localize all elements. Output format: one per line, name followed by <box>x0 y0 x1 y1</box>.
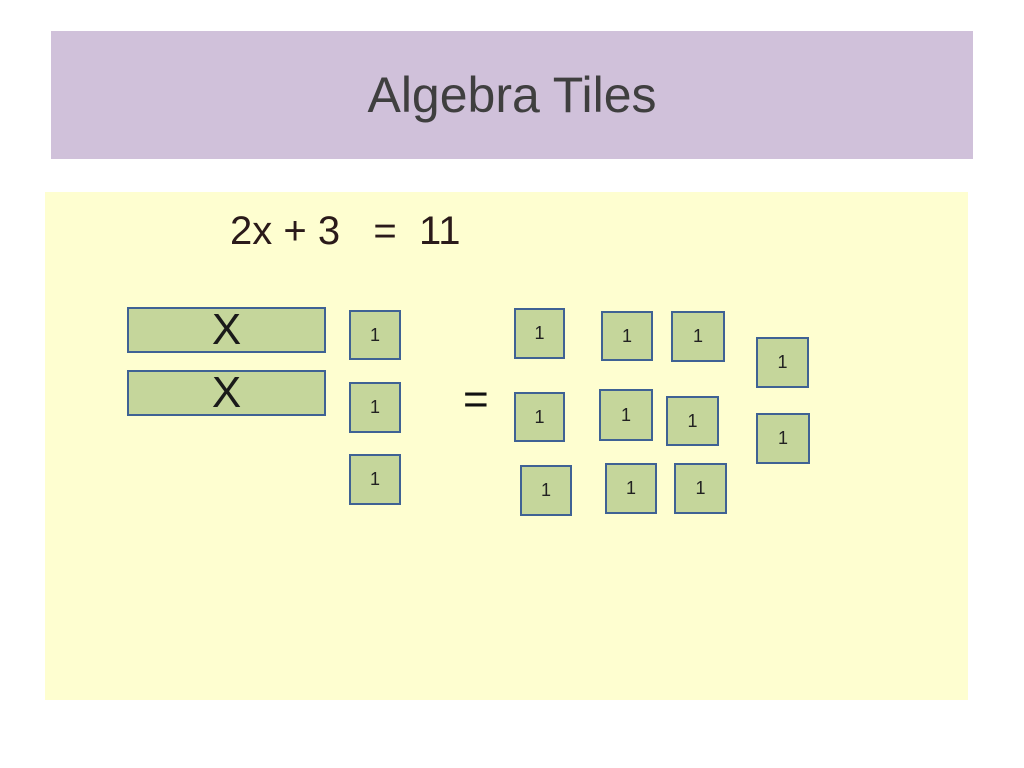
unit-tile-label: 1 <box>687 410 698 431</box>
unit-tile-label: 1 <box>777 352 788 372</box>
unit-tile-label: 1 <box>369 469 380 489</box>
unit-tile-label: 1 <box>625 478 636 498</box>
equals-sign: = <box>463 375 489 424</box>
unit-tile-label: 1 <box>534 323 545 343</box>
unit-tile[interactable]: 1 <box>514 308 565 359</box>
unit-tile[interactable]: 1 <box>674 463 727 514</box>
title-bar: Algebra Tiles <box>51 31 973 159</box>
unit-tile-label: 1 <box>695 478 706 498</box>
unit-tile[interactable]: 1 <box>349 454 401 505</box>
unit-tile-label: 1 <box>692 326 703 346</box>
unit-tile[interactable]: 1 <box>671 311 725 362</box>
x-tile-label: X <box>211 368 242 417</box>
x-tile-label: X <box>211 305 242 354</box>
unit-tile[interactable]: 1 <box>756 413 810 464</box>
unit-tile-label: 1 <box>621 325 632 346</box>
unit-tile[interactable]: 1 <box>349 382 401 433</box>
unit-tile[interactable]: 1 <box>514 392 565 442</box>
unit-tile[interactable]: 1 <box>520 465 572 516</box>
unit-tile-label: 1 <box>777 428 788 448</box>
unit-tile[interactable]: 1 <box>605 463 657 514</box>
unit-tile-label: 1 <box>534 406 545 427</box>
unit-tile-label: 1 <box>620 404 631 425</box>
unit-tile[interactable]: 1 <box>599 389 653 441</box>
unit-tile[interactable]: 1 <box>349 310 401 360</box>
unit-tile[interactable]: 1 <box>666 396 719 446</box>
tile-work-area <box>45 192 968 700</box>
unit-tile-label: 1 <box>540 480 551 500</box>
unit-tile-label: 1 <box>369 324 380 345</box>
slide-title: Algebra Tiles <box>367 67 657 123</box>
unit-tile[interactable]: 1 <box>756 337 809 388</box>
unit-tile[interactable]: 1 <box>601 311 653 361</box>
x-tile[interactable]: X <box>127 307 326 353</box>
equation-text: 2x + 3 = 11 <box>230 209 461 253</box>
unit-tile-label: 1 <box>369 397 380 417</box>
x-tile[interactable]: X <box>127 370 326 416</box>
